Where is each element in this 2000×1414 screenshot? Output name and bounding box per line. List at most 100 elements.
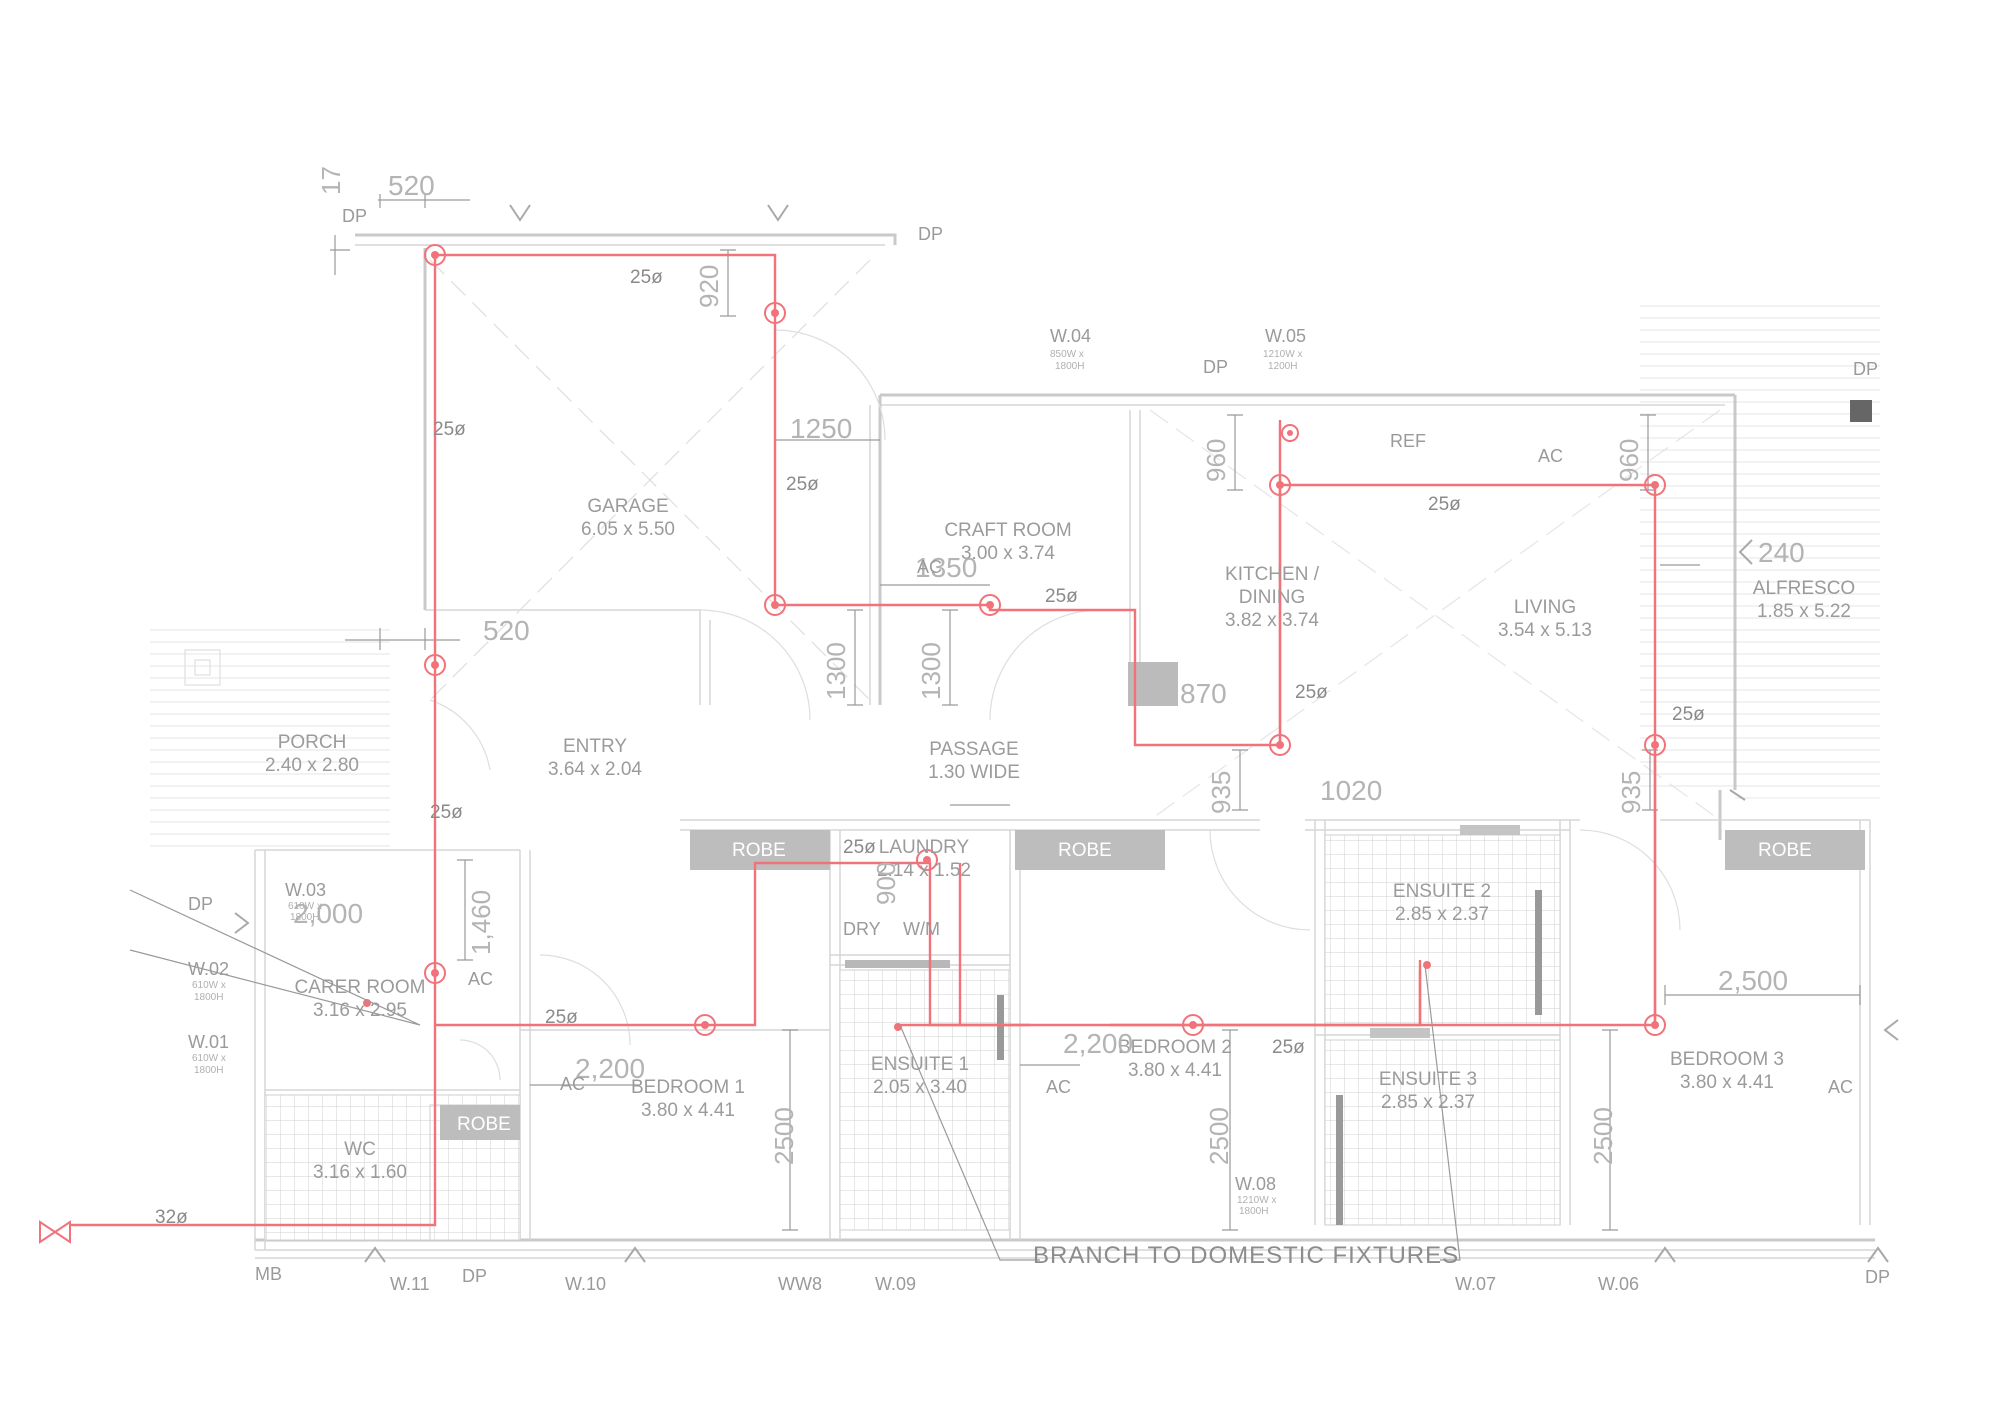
- room-laundry-size: 2.14 x 1.52: [877, 860, 971, 881]
- pipe-label: 25ø: [1428, 494, 1461, 515]
- window-size: 610W x: [288, 901, 322, 912]
- pipe-label: 25ø: [1295, 682, 1328, 703]
- room-kitchen-size: 3.82 x 3.74: [1225, 610, 1319, 631]
- room-passage-name: PASSAGE: [929, 739, 1018, 760]
- window-label: W.07: [1455, 1274, 1496, 1294]
- pipe-label: 25ø: [430, 802, 463, 823]
- room-bedroom3-size: 3.80 x 4.41: [1680, 1072, 1774, 1093]
- pipe-junctions: [39, 244, 1666, 1244]
- pipe-size-labels: 25ø 25ø 25ø 25ø 25ø 25ø 25ø 25ø 25ø 25ø …: [155, 267, 1705, 1228]
- room-bedroom2-size: 3.80 x 4.41: [1128, 1060, 1222, 1081]
- dim-label: 1300: [916, 642, 946, 700]
- water-pipe-network: [70, 253, 1657, 1227]
- ac-label: AC: [560, 1074, 585, 1094]
- dim-label: 1,460: [466, 890, 496, 955]
- room-ensuite2-name: ENSUITE 2: [1393, 881, 1491, 902]
- window-size: 1210W x: [1263, 349, 1302, 360]
- room-porch-name: PORCH: [278, 732, 347, 753]
- room-kitchen-name1: KITCHEN /: [1225, 564, 1320, 585]
- dim-label: 2500: [1588, 1107, 1618, 1165]
- room-wc-name: WC: [344, 1139, 376, 1160]
- dp-label: DP: [1203, 357, 1228, 377]
- pipe-label: 25ø: [786, 474, 819, 495]
- room-ensuite2-size: 2.85 x 2.37: [1395, 904, 1489, 925]
- window-size: 1200H: [1268, 361, 1297, 372]
- pipe-label: 25ø: [1045, 586, 1078, 607]
- window-label: W.01: [188, 1032, 229, 1052]
- window-label: W.05: [1265, 326, 1306, 346]
- room-passage-size: 1.30 WIDE: [928, 762, 1020, 783]
- room-ensuite3-name: ENSUITE 3: [1379, 1069, 1477, 1090]
- pipe-label: 25ø: [843, 837, 876, 858]
- leader-lines: [129, 889, 1461, 1261]
- fixture-labels: DP DP DP DP DP DP DP REF AC AC AC AC AC …: [188, 206, 1890, 1294]
- dim-label: 1300: [821, 642, 851, 700]
- dp-label: DP: [188, 894, 213, 914]
- pipe-label: 25ø: [1672, 704, 1705, 725]
- ac-label: AC: [1828, 1077, 1853, 1097]
- room-bedroom2-name: BEDROOM 2: [1118, 1037, 1232, 1058]
- ac-label: AC: [917, 557, 942, 577]
- dim-label: 960: [1201, 439, 1231, 482]
- window-label: W.06: [1598, 1274, 1639, 1294]
- dim-label: 17: [316, 166, 346, 195]
- room-garage-size: 6.05 x 5.50: [581, 519, 675, 540]
- room-alfresco-size: 1.85 x 5.22: [1757, 601, 1851, 622]
- room-bedroom3-name: BEDROOM 3: [1670, 1049, 1784, 1070]
- window-size: 1800H: [1055, 361, 1084, 372]
- dp-label: DP: [1853, 359, 1878, 379]
- dp-label: DP: [918, 224, 943, 244]
- room-carer-name: CARER ROOM: [295, 977, 426, 998]
- window-label: W.08: [1235, 1174, 1276, 1194]
- room-living-name: LIVING: [1514, 597, 1576, 618]
- dim-label: 2500: [769, 1107, 799, 1165]
- pipe-label: 25ø: [1272, 1037, 1305, 1058]
- dim-label: 935: [1616, 771, 1646, 814]
- dp-label: DP: [462, 1266, 487, 1286]
- tiled-areas: [264, 834, 1561, 1241]
- room-garage-name: GARAGE: [587, 496, 668, 517]
- room-entry-size: 3.64 x 2.04: [548, 759, 642, 780]
- dim-label: 2,200: [1063, 1028, 1133, 1059]
- room-bedroom1-name: BEDROOM 1: [631, 1077, 745, 1098]
- dim-label: 1020: [1320, 775, 1382, 806]
- branch-note: BRANCH TO DOMESTIC FIXTURES: [1033, 1242, 1459, 1269]
- ac-label: AC: [1046, 1077, 1071, 1097]
- dim-label: 2,000: [293, 898, 363, 929]
- room-ensuite1-name: ENSUITE 1: [871, 1054, 969, 1075]
- room-craft-name: CRAFT ROOM: [944, 520, 1071, 541]
- dim-label: 520: [483, 615, 530, 646]
- dim-label: 2500: [1204, 1107, 1234, 1165]
- dim-label: 1250: [790, 413, 852, 444]
- dim-label: 935: [1206, 771, 1236, 814]
- robe-label: ROBE: [457, 1114, 511, 1135]
- dim-label: 2,200: [575, 1053, 645, 1084]
- room-alfresco-name: ALFRESCO: [1753, 578, 1855, 599]
- dim-label: 2,500: [1718, 965, 1788, 996]
- dp-label: DP: [342, 206, 367, 226]
- ref-label: REF: [1390, 431, 1426, 451]
- pipe-label: 25ø: [433, 419, 466, 440]
- pipe-label: 25ø: [630, 267, 663, 288]
- porch-deck: [150, 620, 390, 850]
- room-labels: GARAGE 6.05 x 5.50 CRAFT ROOM 3.00 x 3.7…: [265, 496, 1855, 1183]
- dim-label: 900: [871, 862, 901, 905]
- room-wc-size: 3.16 x 1.60: [313, 1162, 407, 1183]
- wm-label: W/M: [903, 919, 940, 939]
- robe-label: ROBE: [1058, 840, 1112, 861]
- room-bedroom1-size: 3.80 x 4.41: [641, 1100, 735, 1121]
- room-carer-size: 3.16 x 2.95: [313, 1000, 407, 1021]
- window-size: 850W x: [1050, 349, 1084, 360]
- ac-label: AC: [1538, 446, 1563, 466]
- window-size: 1800H: [290, 912, 319, 923]
- window-label: W.03: [285, 880, 326, 900]
- dim-label: 960: [1614, 439, 1644, 482]
- dim-label: 520: [388, 170, 435, 201]
- mb-label: MB: [255, 1264, 282, 1284]
- window-label: W.11: [390, 1274, 430, 1294]
- alfresco-deck: [1640, 295, 1880, 805]
- window-size: 1800H: [1239, 1206, 1268, 1217]
- room-laundry-name: LAUNDRY: [879, 837, 970, 858]
- window-label: WW8: [778, 1274, 822, 1294]
